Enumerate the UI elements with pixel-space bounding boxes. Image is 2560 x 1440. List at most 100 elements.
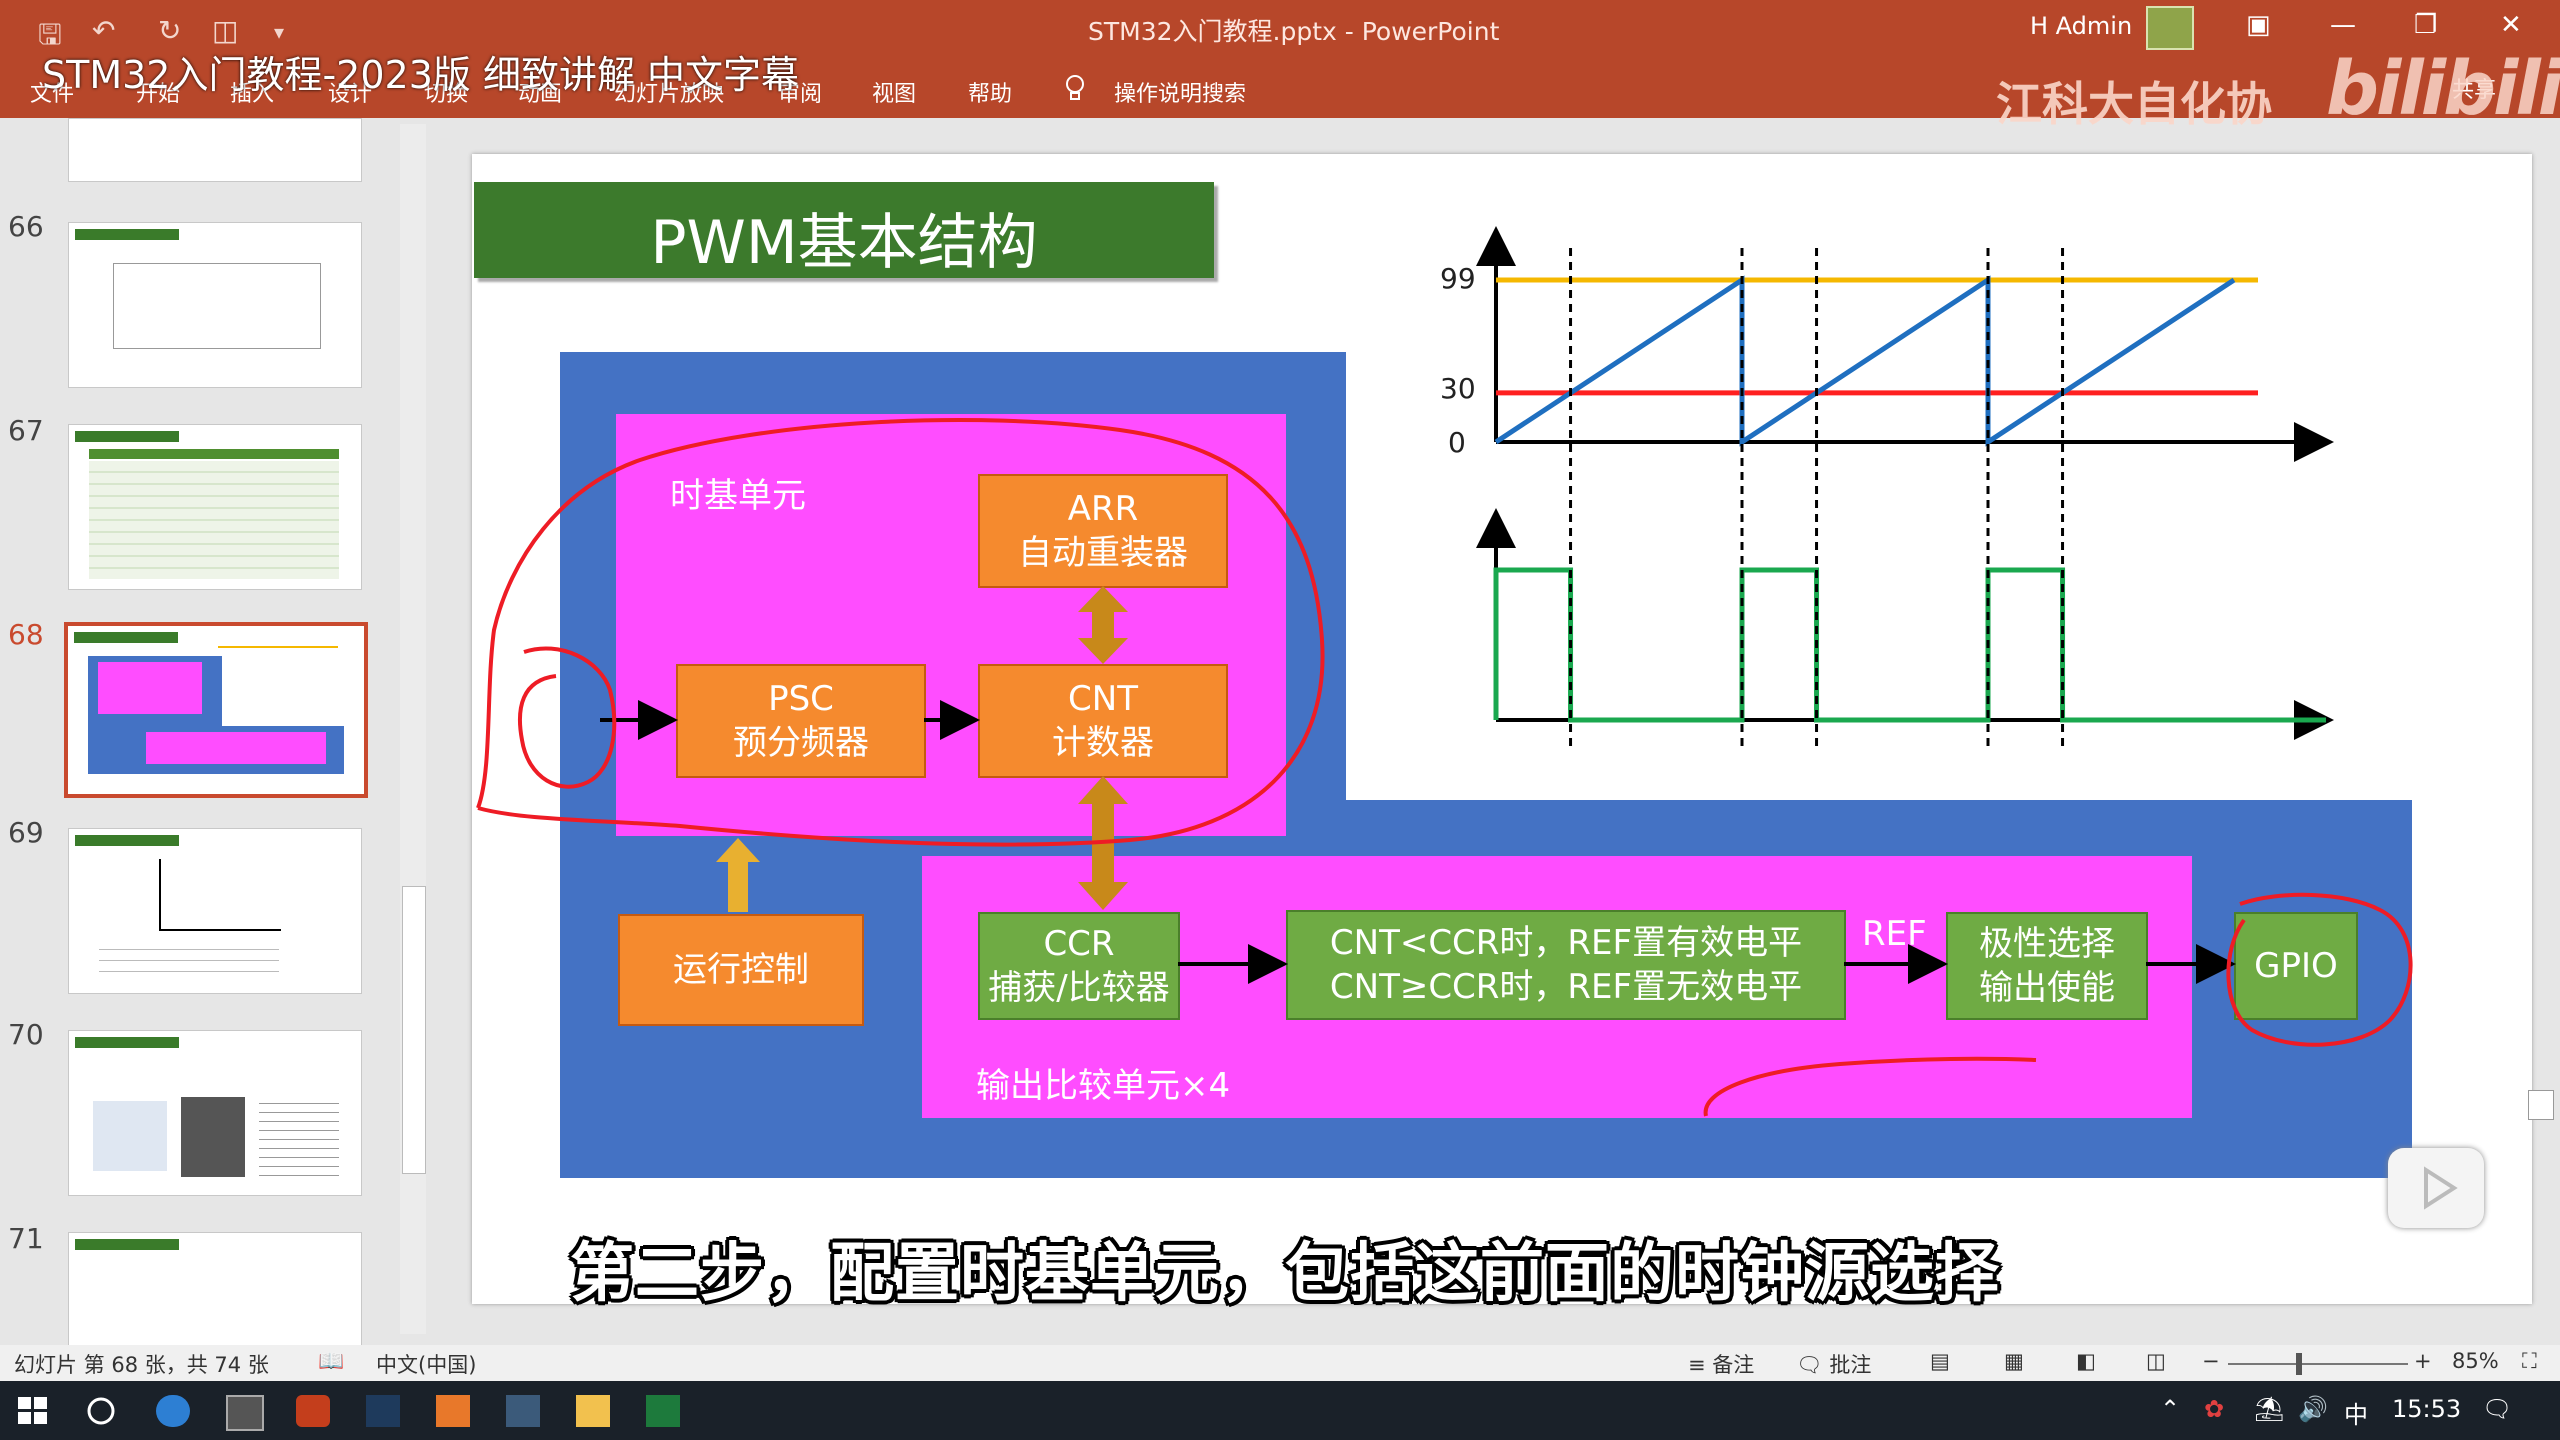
ime-indicator[interactable]: 中 xyxy=(2344,1401,2368,1429)
photos-icon[interactable] xyxy=(506,1395,540,1427)
comments-label: 批注 xyxy=(1829,1353,1872,1377)
language-indicator[interactable]: 中文(中国) xyxy=(376,1353,477,1377)
reading-view-icon[interactable]: ◧ xyxy=(2076,1349,2096,1373)
play-button[interactable] xyxy=(2388,1148,2484,1228)
slide-thumbnail-panel: 66 67 68 69 70 71 xyxy=(0,118,430,1346)
cnt-desc: 计数器 xyxy=(1052,723,1154,763)
fit-to-window-icon[interactable]: ⛶ xyxy=(2522,1349,2537,1373)
tab-slideshow[interactable]: 幻灯片放映 xyxy=(614,82,725,107)
slide-thumbnail-67[interactable] xyxy=(68,424,362,590)
y-tick-99: 99 xyxy=(1440,262,1476,295)
save-icon[interactable]: 🖫 xyxy=(38,18,62,51)
notes-label: 备注 xyxy=(1712,1353,1755,1377)
camera-app-icon[interactable] xyxy=(226,1395,264,1431)
tray-app-icon[interactable]: ✿ xyxy=(2204,1395,2225,1423)
slide-thumbnail-65[interactable] xyxy=(68,118,362,182)
arr-label: ARR xyxy=(1067,489,1139,529)
slide-sorter-icon[interactable]: ▦ xyxy=(2004,1349,2024,1373)
run-control-arrow xyxy=(716,838,760,912)
share-button[interactable]: 共享 xyxy=(2452,78,2497,103)
zoom-out-icon[interactable]: − xyxy=(2202,1349,2220,1373)
polarity-line-2: 输出使能 xyxy=(1979,968,2115,1008)
cnt-label: CNT xyxy=(1068,679,1138,719)
slide-thumbnail-70[interactable] xyxy=(68,1030,362,1196)
drawing-app-icon[interactable] xyxy=(436,1395,470,1427)
tab-help[interactable]: 帮助 xyxy=(968,82,1013,107)
zoom-level[interactable]: 85% xyxy=(2452,1349,2499,1373)
notes-button[interactable]: ≡ 备注 xyxy=(1688,1353,1755,1377)
normal-view-icon[interactable]: ▤ xyxy=(1930,1349,1950,1373)
avatar[interactable] xyxy=(2146,6,2194,50)
file-explorer-icon[interactable] xyxy=(576,1395,610,1427)
pen-circle-time-base xyxy=(476,418,1325,847)
keil-icon[interactable] xyxy=(366,1395,400,1427)
slide-thumbnail-66[interactable] xyxy=(68,222,362,388)
notification-icon[interactable]: 🗨 xyxy=(2482,1395,2513,1423)
cnt-waveform-chart xyxy=(1476,226,2334,748)
thumbnail-number: 70 xyxy=(8,1018,44,1051)
powerpoint-icon[interactable] xyxy=(296,1395,330,1427)
slide-thumbnail-69[interactable] xyxy=(68,828,362,994)
tab-review[interactable]: 审阅 xyxy=(778,82,823,107)
polarity-box[interactable]: 极性选择输出使能 xyxy=(1946,912,2148,1020)
comments-button[interactable]: 🗨 批注 xyxy=(1796,1353,1872,1377)
tray-expand-icon[interactable]: ⌃ xyxy=(2160,1395,2181,1423)
search-icon[interactable] xyxy=(84,1395,118,1427)
compare-line-2: CNT≥CCR时，REF置无效电平 xyxy=(1329,967,1803,1007)
windows-taskbar: ⌃ ✿ ⛱ 🔊 中 15:53 🗨 xyxy=(0,1381,2560,1440)
play-icon xyxy=(2424,1166,2458,1210)
windows-start-icon[interactable] xyxy=(16,1395,50,1427)
clock[interactable]: 15:53 xyxy=(2392,1395,2462,1423)
excel-icon[interactable] xyxy=(646,1395,680,1427)
thumbnail-number: 69 xyxy=(8,816,44,849)
gpio-box[interactable]: GPIO xyxy=(2234,912,2358,1020)
side-panel-toggle[interactable] xyxy=(2528,1090,2554,1120)
tab-home[interactable]: 开始 xyxy=(136,82,181,107)
thumbnail-number: 71 xyxy=(8,1222,44,1255)
slide-thumbnail-68[interactable] xyxy=(64,622,368,798)
spellcheck-icon[interactable]: 📖 xyxy=(318,1349,345,1373)
zoom-slider-handle[interactable] xyxy=(2296,1353,2302,1375)
redo-icon[interactable]: ↻ xyxy=(158,14,182,47)
tab-design[interactable]: 设计 xyxy=(328,82,373,107)
polarity-line-1: 极性选择 xyxy=(1979,924,2115,964)
thumbnail-scrollbar-handle[interactable] xyxy=(402,886,426,1174)
close-icon[interactable]: ✕ xyxy=(2500,10,2522,40)
run-control-label: 运行控制 xyxy=(673,950,809,990)
video-title-overlay: STM32入门教程-2023版 细致讲解 中文字幕 xyxy=(42,53,800,97)
volume-icon[interactable]: 🔊 xyxy=(2298,1395,2328,1423)
network-icon[interactable]: ⛱ xyxy=(2254,1395,2285,1423)
edge-browser-icon[interactable] xyxy=(156,1395,190,1427)
slideshow-start-icon[interactable]: ◫ xyxy=(212,14,239,47)
psc-label: PSC xyxy=(768,679,834,719)
tab-transitions[interactable]: 切换 xyxy=(424,82,469,107)
user-name[interactable]: H Admin xyxy=(2030,12,2133,40)
slideshow-view-icon[interactable]: ◫ xyxy=(2146,1349,2166,1373)
slide-overlay-drawing xyxy=(476,226,2413,1117)
tab-file[interactable]: 文件 xyxy=(30,82,75,107)
undo-icon[interactable]: ↶ xyxy=(92,14,116,47)
tab-insert[interactable]: 插入 xyxy=(230,82,275,107)
tell-me-search[interactable]: 操作说明搜索 xyxy=(1114,82,1247,107)
psc-desc: 预分频器 xyxy=(733,723,869,763)
qat-customize-icon[interactable]: ▾ xyxy=(274,20,285,44)
y-tick-30: 30 xyxy=(1440,372,1476,405)
thumbnail-number: 67 xyxy=(8,414,44,447)
minimize-icon[interactable]: — xyxy=(2330,10,2356,40)
ribbon-display-icon[interactable]: ▣ xyxy=(2246,10,2271,40)
thumbnail-number: 68 xyxy=(8,618,44,651)
zoom-in-icon[interactable]: + xyxy=(2414,1349,2432,1373)
zoom-slider[interactable] xyxy=(2228,1363,2408,1365)
pen-circle-gpio xyxy=(2226,892,2413,1047)
tab-animations[interactable]: 动画 xyxy=(518,82,563,107)
watermark-text: 江科大自化协 xyxy=(1996,77,2272,131)
run-control-box[interactable]: 运行控制 xyxy=(618,914,864,1026)
document-title: STM32入门教程.pptx - PowerPoint xyxy=(1088,17,1500,46)
slide-title-box[interactable]: PWM基本结构 xyxy=(474,182,1214,278)
tab-view[interactable]: 视图 xyxy=(872,82,917,107)
maximize-icon[interactable]: ❐ xyxy=(2414,10,2438,40)
